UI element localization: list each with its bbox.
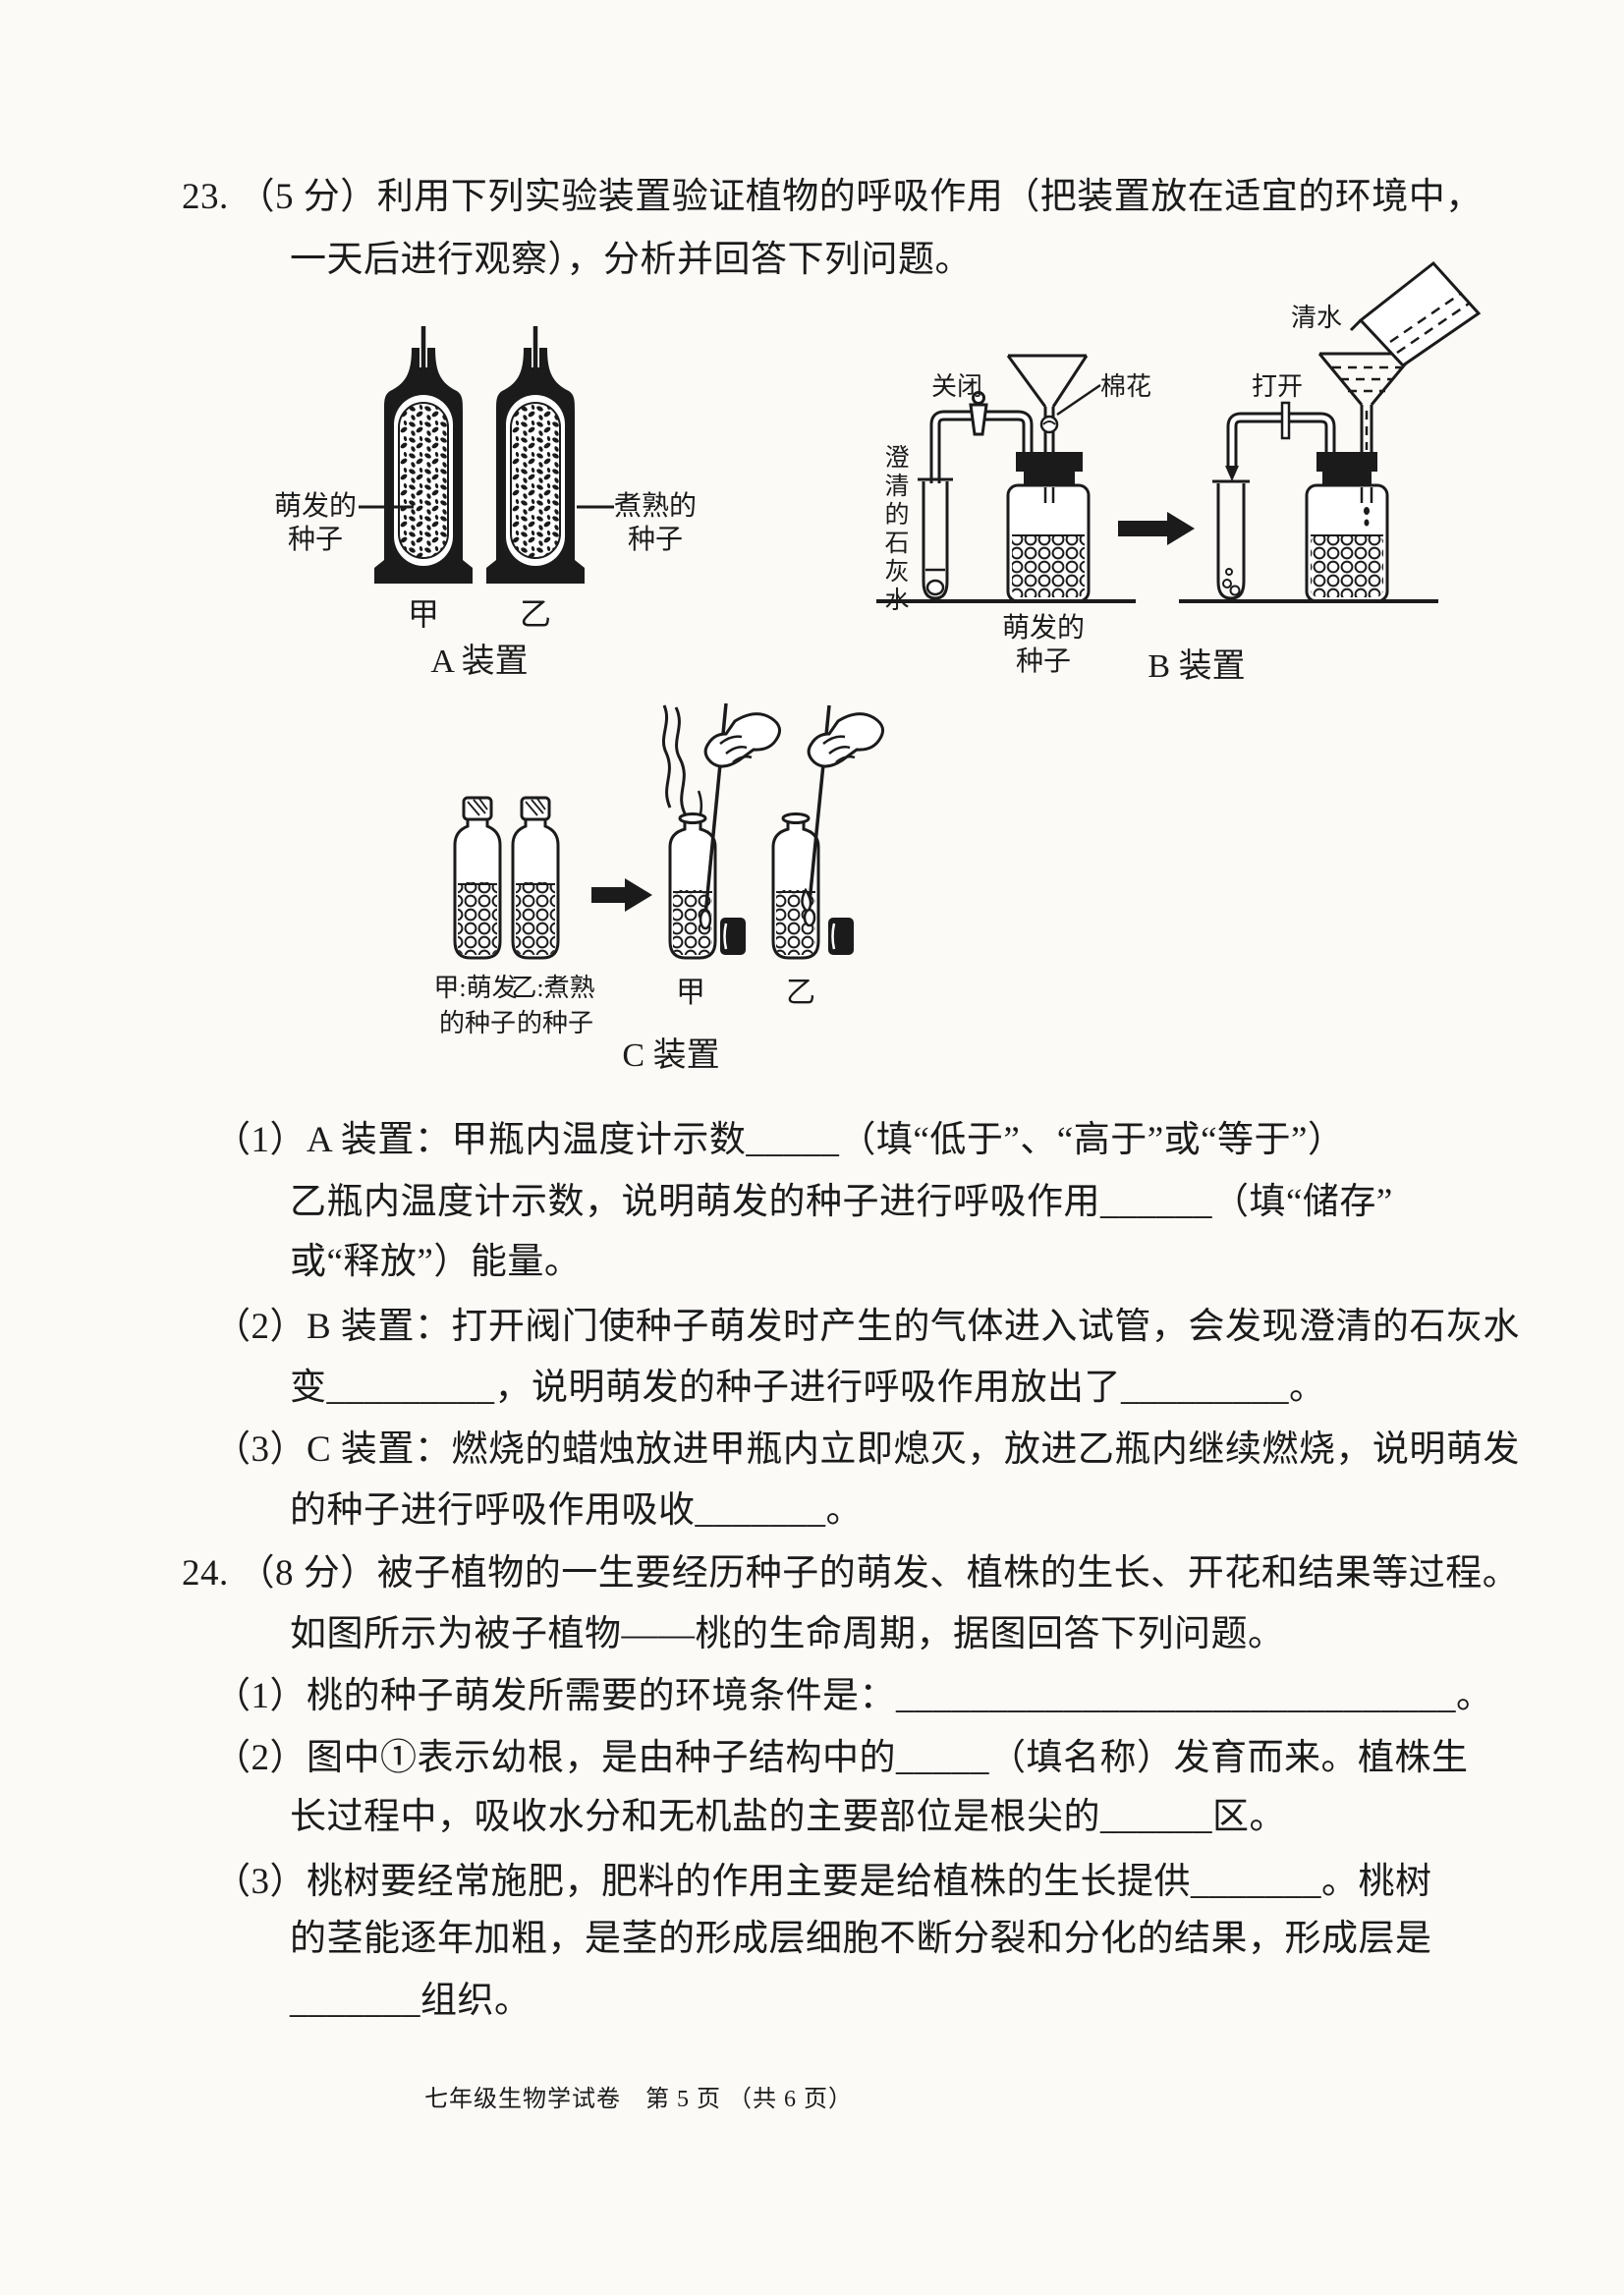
- water-drop: [1364, 519, 1370, 527]
- flow-arrowhead: [1225, 466, 1239, 481]
- valve-open-label: 打开: [1252, 372, 1303, 401]
- jar2-label2: 的种子: [517, 1009, 593, 1037]
- rubber-stopper: [1316, 452, 1377, 472]
- q24-stem-line1: 24. （8 分）被子植物的一生要经历种子的萌发、植株的生长、开花和结果等过程。: [182, 1553, 1520, 1594]
- corked-bottle-jia: [453, 796, 502, 960]
- q24-stem-line2: 如图所示为被子植物——桃的生命周期，据图回答下列问题。: [290, 1614, 1285, 1654]
- apparatus-c-caption: C 装置: [622, 1036, 719, 1074]
- smoke-icon: [661, 704, 672, 809]
- limewater-test-tube: [922, 481, 949, 600]
- page-footer: 七年级生物学试卷 第 5 页 （共 6 页）: [424, 2087, 853, 2112]
- smoke-icon: [674, 706, 688, 816]
- candle: [803, 908, 816, 927]
- seeds-label2: 种子: [1016, 645, 1071, 677]
- q24-item1: （1）桃的种子萌发所需要的环境条件是：_____________________…: [214, 1676, 1493, 1716]
- seeds-label: 萌发的: [1002, 612, 1085, 644]
- jar-yi-label: 乙: [786, 977, 815, 1009]
- water-in-beaker: [1389, 291, 1470, 355]
- bubble: [1229, 585, 1241, 596]
- jar1-label: 甲:萌发: [433, 974, 517, 1002]
- q24-item3-line2: 的茎能逐年加粗，是茎的形成层细胞不断分裂和分化的结果，形成层是: [290, 1919, 1432, 1959]
- limewater-label: 澄清的石灰水: [881, 444, 908, 615]
- clean-water-label: 清水: [1291, 304, 1342, 332]
- seeds: [1311, 534, 1383, 597]
- q23-item1-line1: （1）A 装置：甲瓶内温度计示数_____（填“低于”、“高于”或“等于”）: [214, 1120, 1345, 1160]
- valve-closed-label: 关闭: [931, 372, 982, 401]
- cotton-label: 棉花: [1100, 372, 1151, 401]
- apparatus-a-caption: A 装置: [430, 643, 528, 680]
- b-left-setup: 关闭 棉花 萌发的 种子: [876, 354, 1151, 677]
- apparatus-b-figure: 关闭 棉花 萌发的 种子: [876, 260, 1482, 685]
- q24-item3-line3: _______组织。: [290, 1981, 532, 2021]
- q23-stem-line1: 23. （5 分）利用下列实验装置验证植物的呼吸作用（把装置放在适宜的环境中，: [182, 177, 1483, 217]
- boiled-seeds-label2: 种子: [628, 524, 683, 555]
- bubble: [1222, 579, 1232, 588]
- stopcock-closed: [969, 403, 988, 436]
- boiled-seeds-label: 煮熟的: [614, 490, 697, 522]
- candle-test-jia: [661, 702, 782, 960]
- apparatus-c-figure: 甲:萌发 的种子 乙:煮熟 的种子 甲 乙 C 装置: [433, 702, 885, 1074]
- jar-jia-label: 甲: [676, 977, 705, 1009]
- q23-item2-line2: 变_________，说明萌发的种子进行呼吸作用放出了_________。: [290, 1368, 1326, 1408]
- q24-item2-line2: 长过程中，吸收水分和无机盐的主要部位是根尖的______区。: [290, 1797, 1286, 1837]
- arrow-icon: [1118, 512, 1195, 545]
- q23-item3-line1: （3）C 装置：燃烧的蜡烛放进甲瓶内立即熄灭，放进乙瓶内继续燃烧，说明萌发: [214, 1429, 1520, 1470]
- water-drop: [1364, 507, 1370, 515]
- limewater-test-tube: [1216, 483, 1246, 600]
- seeds: [1012, 534, 1085, 597]
- germinating-seeds-label: 萌发的: [274, 490, 357, 522]
- rubber-stopper: [1016, 452, 1083, 472]
- apparatus-a-figure: 萌发的 种子 煮熟的 种子 甲 乙 A 装置: [274, 326, 697, 680]
- candle: [699, 909, 712, 930]
- hand-icon: [703, 712, 782, 768]
- jar2-label: 乙:煮熟: [511, 974, 594, 1002]
- arrow-icon: [591, 878, 652, 912]
- bottle-cap: [826, 916, 856, 957]
- corked-bottle-yi: [511, 796, 560, 960]
- cotton-plug: [1039, 415, 1059, 434]
- germinating-seeds-label2: 种子: [288, 524, 343, 555]
- thermos-yi: [486, 326, 585, 584]
- b-right-setup: 打开 清水: [1179, 260, 1482, 603]
- candle-test-yi: [771, 704, 885, 960]
- q23-item3-line2: 的种子进行呼吸作用吸收_______。: [290, 1490, 863, 1531]
- q24-item3-line1: （3）桃树要经常施肥，肥料的作用主要是给植株的生长提供_______。桃树: [214, 1862, 1432, 1902]
- water-in-funnel: [1332, 365, 1401, 450]
- thermos-jia: [374, 326, 473, 584]
- hand-icon: [807, 712, 885, 768]
- apparatus-b-caption: B 装置: [1148, 647, 1245, 685]
- bottle-cap: [718, 916, 748, 957]
- beaker-icon: [1358, 260, 1482, 367]
- q23-item1-line3: 或“释放”）能量。: [290, 1242, 582, 1282]
- q24-item2-line1: （2）图中①表示幼根，是由种子结构中的_____（填名称）发育而来。植株生: [214, 1738, 1469, 1778]
- pointer-line: [1056, 383, 1101, 417]
- funnel: [1006, 354, 1089, 454]
- stopcock-open: [1280, 401, 1291, 440]
- jar-yi-label: 乙: [520, 596, 551, 632]
- jar-jia-label: 甲: [408, 596, 439, 632]
- q23-item2-line1: （2）B 装置：打开阀门使种子萌发时产生的气体进入试管，会发现澄清的石灰水: [214, 1307, 1520, 1347]
- q23-item1-line2: 乙瓶内温度计示数，说明萌发的种子进行呼吸作用______（填“储存”: [290, 1182, 1393, 1222]
- q23-stem-line2: 一天后进行观察），分析并回答下列问题。: [290, 240, 972, 280]
- bubble: [1225, 568, 1233, 576]
- jar1-label2: 的种子: [439, 1009, 516, 1037]
